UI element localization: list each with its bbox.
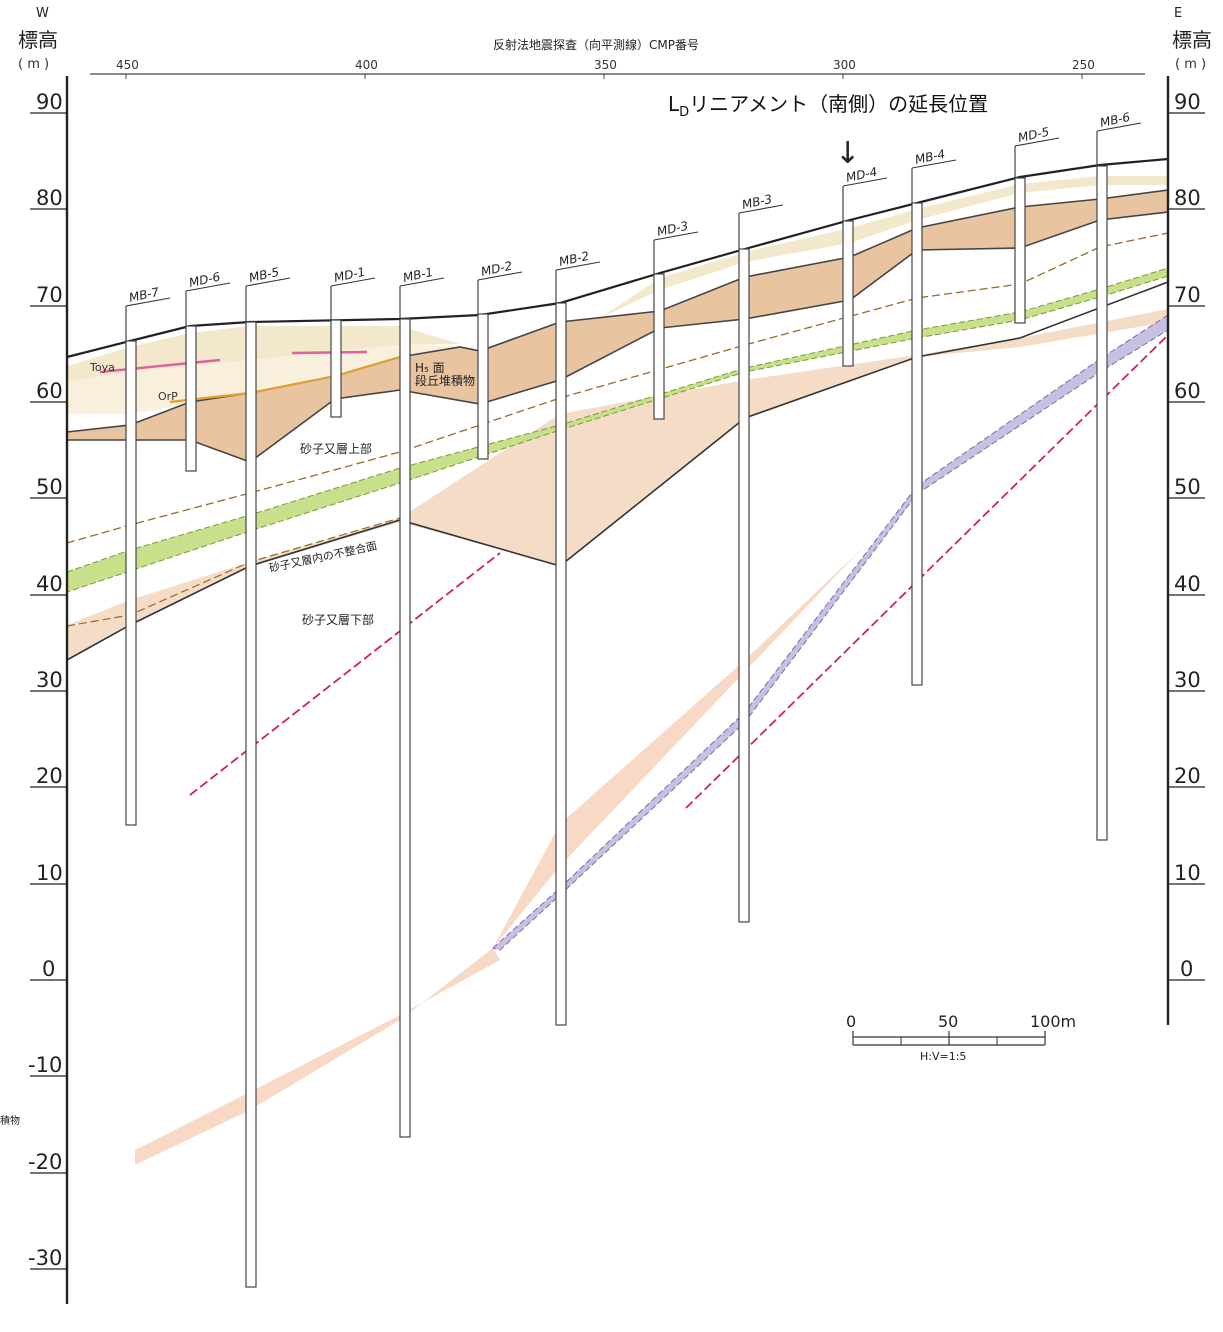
cmp-tick-label: 400 xyxy=(355,58,378,72)
elevation-label: 80 xyxy=(1174,186,1201,210)
toya-pink-line-1 xyxy=(99,358,221,374)
elevation-label: 0 xyxy=(42,957,55,981)
borehole-label: MB-4 xyxy=(914,147,947,167)
borehole-mb-6[interactable] xyxy=(1096,165,1108,841)
borehole-label: MB-1 xyxy=(402,265,435,285)
left-axis-unit: ( m ) xyxy=(18,57,49,72)
elevation-label: 10 xyxy=(1174,861,1201,885)
east-letter: E xyxy=(1174,6,1182,21)
sunakomata-lower-label: 砂子又層下部 xyxy=(302,612,374,627)
cmp-ticks xyxy=(125,74,1083,79)
borehole-mb-5[interactable] xyxy=(245,321,257,1288)
elevation-label: 20 xyxy=(1174,764,1201,788)
borehole-label: MD-4 xyxy=(845,165,879,185)
borehole-mb-7[interactable] xyxy=(125,340,137,826)
upper-orange-dashed xyxy=(66,232,1169,544)
borehole-mb-2[interactable] xyxy=(555,302,567,1026)
elevation-label: 30 xyxy=(1174,668,1201,692)
orp-line xyxy=(169,355,401,404)
elevation-label: 90 xyxy=(36,90,63,114)
elevation-label: -20 xyxy=(28,1150,62,1174)
borehole-mb-4[interactable] xyxy=(911,202,923,686)
borehole-label: MD-6 xyxy=(188,270,222,290)
elevation-label: 80 xyxy=(36,186,63,210)
scale-label: 0 xyxy=(846,1012,856,1031)
elevation-label: -10 xyxy=(28,1053,62,1077)
pink-dipping-band-lower xyxy=(135,948,500,1165)
borehole-label: MD-1 xyxy=(333,265,367,285)
tephra-band-west xyxy=(67,345,455,414)
borehole-label: MD-5 xyxy=(1017,125,1051,145)
borehole-label: MB-3 xyxy=(741,192,774,212)
sunakomata-upper-label: 砂子又層上部 xyxy=(300,441,372,456)
left-axis-title: 標高 xyxy=(18,28,58,52)
elevation-label: 10 xyxy=(36,861,63,885)
toya-label: Toya xyxy=(89,361,115,374)
upper-sandstone-tan xyxy=(67,309,1168,660)
elevation-label: 0 xyxy=(1180,957,1193,981)
lineament-arrow: ↓ xyxy=(835,136,860,171)
elevation-label: 60 xyxy=(1174,379,1201,403)
borehole-md-6[interactable] xyxy=(185,325,197,472)
scale-label: 100m xyxy=(1030,1012,1076,1031)
cmp-axis-title: 反射法地震探査（向平測線）CMP番号 xyxy=(493,37,699,52)
green-layer xyxy=(66,267,1169,593)
cmp-tick-label: 450 xyxy=(116,58,139,72)
upper-tephra-west xyxy=(67,326,460,382)
cmp-tick-label: 250 xyxy=(1072,58,1095,72)
pink-dipping-band-upper xyxy=(493,540,870,948)
toya-pink-line-2 xyxy=(291,350,368,355)
ground-surface xyxy=(66,157,1169,359)
lower-orange-dashed xyxy=(66,517,401,627)
elevation-label: 60 xyxy=(36,379,63,403)
lineament-label: LDリニアメント（南側）の延長位置 xyxy=(668,92,988,120)
terrace-deposit-label: 段丘堆積物 xyxy=(415,373,475,388)
elevation-label: 20 xyxy=(36,764,63,788)
borehole-md-1[interactable] xyxy=(330,319,342,418)
left-elevation-labels: 90 80 70 60 50 40 30 20 10 0 -10 -20 -30 xyxy=(28,90,63,1270)
cmp-tick-label: 350 xyxy=(594,58,617,72)
borehole-md-5[interactable] xyxy=(1014,177,1026,324)
elevation-label: 50 xyxy=(1174,475,1201,499)
right-axis-title: 標高 xyxy=(1172,28,1212,52)
borehole-label: MB-6 xyxy=(1099,110,1132,130)
elevation-label: 40 xyxy=(1174,572,1201,596)
west-letter: W xyxy=(36,6,49,21)
scale-bar: 0 50 100m H:V=1:5 xyxy=(846,1012,1076,1063)
right-axis-unit: ( m ) xyxy=(1175,57,1206,72)
borehole-group xyxy=(125,165,1108,1288)
borehole-label: MD-2 xyxy=(480,259,514,279)
elevation-label: 50 xyxy=(36,475,63,499)
fault-line-east xyxy=(685,334,1169,809)
h5-surface-label: H₅ 面 xyxy=(415,361,445,375)
orp-label: OrP xyxy=(158,390,178,403)
elevation-label: 30 xyxy=(36,668,63,692)
borehole-labels: MB-7 MD-6 MB-5 MD-1 MB-1 MD-2 MB-2 MD-3 … xyxy=(128,110,1132,305)
left-elevation-ticks xyxy=(30,112,67,1270)
cut-edge-label: 積物 xyxy=(0,1114,20,1127)
right-elevation-labels: 90 80 70 60 50 40 30 20 10 0 xyxy=(1174,90,1201,981)
borehole-label: MD-3 xyxy=(656,219,690,239)
scale-label: 50 xyxy=(938,1012,958,1031)
borehole-label: MB-7 xyxy=(128,285,161,305)
elevation-label: 70 xyxy=(36,283,63,307)
borehole-mb-3[interactable] xyxy=(738,248,750,923)
elevation-label: 70 xyxy=(1174,283,1201,307)
right-elevation-ticks xyxy=(1168,112,1205,981)
scale-ratio: H:V=1:5 xyxy=(920,1050,966,1063)
borehole-md-3[interactable] xyxy=(653,273,665,420)
borehole-md-2[interactable] xyxy=(477,313,489,460)
fault-line-west xyxy=(189,552,501,796)
borehole-mb-1[interactable] xyxy=(399,318,411,1138)
elevation-label: 90 xyxy=(1174,90,1201,114)
borehole-label: MB-5 xyxy=(248,265,281,285)
borehole-label: MB-2 xyxy=(558,249,591,269)
elevation-label: 40 xyxy=(36,572,63,596)
elevation-label: -30 xyxy=(28,1246,62,1270)
cmp-tick-label: 300 xyxy=(833,58,856,72)
borehole-leaders xyxy=(125,122,1142,341)
borehole-md-4[interactable] xyxy=(842,220,854,367)
